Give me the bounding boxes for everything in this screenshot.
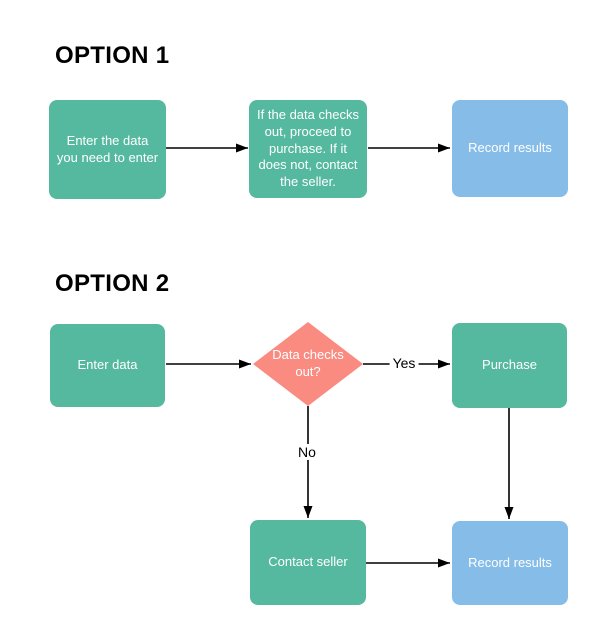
o2-node-enter-data-label: Enter data [77,357,138,373]
o1-node-check-data: If the data checks out, proceed to purch… [249,100,367,198]
o2-node-contact-seller: Contact seller [250,520,366,605]
o1-node-enter-data: Enter the data you need to enter [49,100,166,199]
option1-title: OPTION 1 [55,42,170,69]
o2-node-purchase: Purchase [452,323,567,408]
o2-node-record-results: Record results [452,521,568,605]
edge-label-yes: Yes [389,355,419,371]
o1-node-check-data-label: If the data checks out, proceed to purch… [257,106,359,190]
edge-label-no: No [295,444,319,460]
o1-node-record-results-label: Record results [468,140,552,156]
o2-node-contact-seller-label: Contact seller [268,554,348,570]
o2-decision-label: Data checks out? [272,347,344,379]
option2-title: OPTION 2 [55,270,170,297]
o2-node-purchase-label: Purchase [482,357,537,373]
o2-node-record-results-label: Record results [468,554,552,570]
o1-node-record-results: Record results [452,100,568,197]
o1-node-enter-data-label: Enter the data you need to enter [56,132,159,165]
o2-node-enter-data: Enter data [50,324,165,407]
